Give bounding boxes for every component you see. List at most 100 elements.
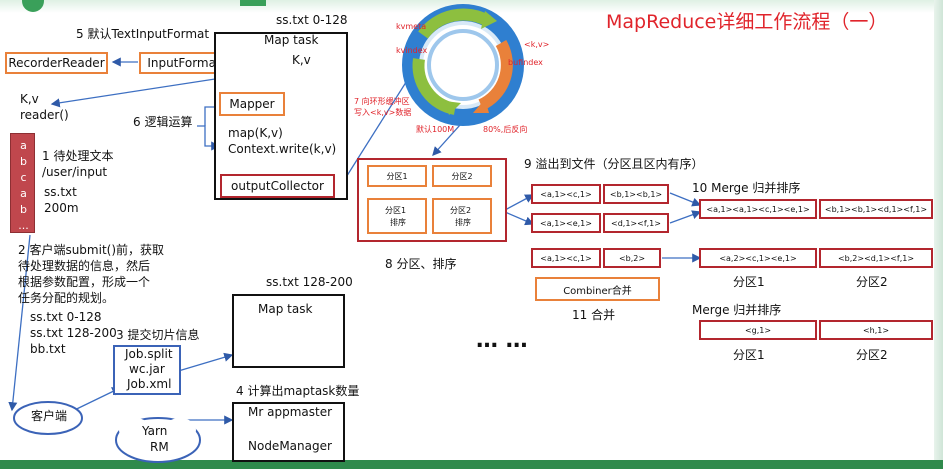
job-files-box: Job.split wc.jar Job.xml: [113, 345, 181, 395]
arrow-partition-to-spill2: [504, 211, 535, 226]
file-char: b: [20, 154, 27, 168]
spill-cell: <a,1><c,1>: [531, 184, 601, 204]
step4-label: 4 计算出maptask数量: [236, 384, 360, 398]
map-call: map(K,v): [228, 126, 283, 140]
arrow-spill2-to-merge: [669, 210, 702, 224]
ring-kvindex: kvindex: [396, 46, 428, 55]
step8-label: 8 分区、排序: [385, 257, 457, 271]
step7-line: 写入<k,v>数据: [354, 108, 412, 117]
step2-line: 2 客户端submit()前，获取: [18, 243, 165, 257]
merge-cell: <h,1>: [819, 320, 933, 340]
merge-partition-label: 分区1: [733, 348, 765, 362]
split-line: ss.txt 128-200: [30, 326, 117, 340]
step2-line: 待处理数据的信息，然后: [18, 259, 151, 273]
merge-cell: <b,2><d,1><f,1>: [819, 248, 933, 268]
merge-partition-label: 分区1: [733, 275, 765, 289]
reader-label: reader(): [20, 108, 69, 122]
maptask1-title: Map task: [264, 33, 319, 47]
appmaster-box: [232, 402, 345, 462]
arrow-partition-to-spill1: [504, 194, 535, 211]
step3-label: 3 提交切片信息: [116, 328, 200, 342]
spill-cell: <a,1><e,1>: [531, 213, 601, 233]
kv-label: K,v: [20, 92, 39, 106]
partition1-sorted-cell: 分区1 排序: [367, 198, 427, 234]
arrow-spill1-to-merge: [669, 192, 702, 207]
merge-partition-label: 分区2: [856, 275, 888, 289]
merge-cell: <a,2><c,1><e,1>: [699, 248, 817, 268]
slide-right-strip: [934, 0, 943, 469]
split-line: bb.txt: [30, 342, 66, 356]
spill-cell: <d,1><f,1>: [603, 213, 669, 233]
spill-cell: <b,2>: [603, 248, 661, 268]
slide-bottom-bar: [0, 460, 943, 469]
nodemanager-label: NodeManager: [248, 439, 332, 453]
client-ellipse: [13, 401, 83, 435]
step11-label: 11 合并: [572, 308, 616, 322]
partition1-sorted-text: 分区1: [385, 206, 407, 215]
step9-label: 9 溢出到文件（分区且区内有序）: [524, 157, 704, 171]
spill-cell: <a,1><c,1>: [531, 248, 601, 268]
client-label: 客户端: [31, 409, 68, 423]
split-line: ss.txt 0-128: [30, 310, 102, 324]
arrow-logic-bracket: [197, 125, 221, 151]
step7-line: 7 向环形缓冲区: [354, 97, 410, 106]
file-char: c: [20, 170, 27, 184]
rm-label: RM: [150, 440, 169, 454]
step1-line: 1 待处理文本: [42, 149, 114, 163]
appmaster-label: Mr appmaster: [248, 405, 333, 419]
yarn-cloud: [115, 417, 201, 463]
logo-mark: [22, 0, 44, 12]
ellipsis: … …: [476, 328, 528, 353]
context-write: Context.write(k,v): [228, 142, 337, 156]
recorder-reader-box: RecorderReader: [5, 52, 108, 74]
slide-tab-marker: [240, 0, 266, 6]
yarn-label: Yarn: [142, 424, 168, 438]
arrow-job-to-maptask: [174, 352, 234, 373]
maptask2-box: [232, 294, 345, 368]
input-file-block: a b c a b ...: [10, 133, 35, 233]
job-file: wc.jar: [129, 362, 165, 376]
combiner-box: Combiner合并: [535, 277, 660, 301]
step2-line: 根据参数配置，形成一个: [18, 275, 151, 289]
step5-label: 5 默认TextInputFormat: [76, 27, 210, 41]
mapper-box: Mapper: [219, 92, 285, 116]
maptask2-title: Map task: [258, 302, 313, 316]
file-char: a: [20, 186, 27, 200]
merge-cell: <b,1><b,1><d,1><f,1>: [819, 199, 933, 219]
job-file: Job.split: [125, 347, 173, 361]
step1-line: 200m: [44, 201, 79, 215]
merge-partition-label: 分区2: [856, 348, 888, 362]
partition2-sorted-cell: 分区2 排序: [432, 198, 492, 234]
ring-buffer: [402, 4, 524, 126]
step1-line: ss.txt: [44, 185, 77, 199]
diagram-title: MapReduce详细工作流程（一）: [606, 11, 888, 33]
step2-line: 任务分配的规划。: [18, 291, 115, 305]
merge-cell: <g,1>: [699, 320, 817, 340]
step1-line: /user/input: [42, 165, 108, 179]
partition2-sorted-text: 排序: [455, 218, 471, 227]
ring-default-size: 默认100M: [416, 125, 455, 134]
ring-reverse: 80%,后反向: [483, 125, 528, 134]
maptask2-file-label: ss.txt 128-200: [266, 275, 353, 289]
arrow-ring-to-partition: [432, 124, 461, 156]
step10-label: 10 Merge 归并排序: [692, 181, 801, 195]
partition1-cell: 分区1: [367, 165, 427, 187]
ring-bufindex: bufindex: [508, 58, 543, 67]
step6-label: 6 逻辑运算: [133, 115, 193, 129]
merge-cell: <a,1><a,1><c,1><e,1>: [699, 199, 817, 219]
input-format-box: InputFormat: [139, 52, 229, 74]
job-file: Job.xml: [127, 377, 172, 391]
partition2-cell: 分区2: [432, 165, 492, 187]
ring-kvmeta: kvmeta: [396, 22, 427, 31]
arrow-file-down: [8, 234, 31, 412]
maptask1-box: [214, 32, 348, 200]
maptask1-kv: K,v: [292, 53, 311, 67]
merge2-title: Merge 归并排序: [692, 303, 782, 317]
spill-cell: <b,1><b,1>: [603, 184, 669, 204]
file-char: ...: [18, 218, 29, 232]
ring-kv: <k,v>: [524, 40, 550, 49]
partition1-sorted-text: 排序: [390, 218, 406, 227]
file-char: a: [20, 138, 27, 152]
